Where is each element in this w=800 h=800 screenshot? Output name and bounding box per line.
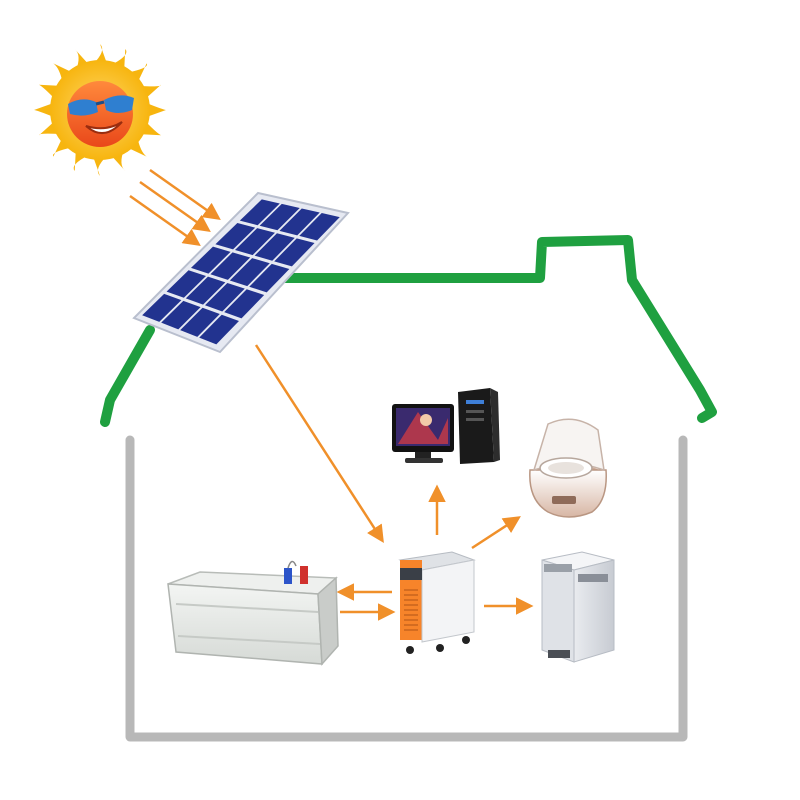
washing-machine-icon xyxy=(541,551,615,663)
solar-cell xyxy=(166,270,207,298)
sun-ray xyxy=(52,136,74,157)
solar-panel-icon xyxy=(132,191,350,354)
inverter-icon xyxy=(398,551,476,654)
sunglasses-right-lens-icon xyxy=(104,95,134,113)
sun-to-panel-arrows xyxy=(129,168,221,247)
sunglasses-left-lens-icon xyxy=(68,99,98,116)
solar-cell xyxy=(190,246,231,274)
house-walls xyxy=(125,435,688,742)
inverter-to-cooker-arrow xyxy=(471,516,521,550)
solar-cell xyxy=(254,233,295,261)
sun-ray xyxy=(92,44,108,65)
sun-ray xyxy=(126,63,148,84)
solar-cell xyxy=(259,203,300,231)
battery-negative-terminal-icon xyxy=(284,568,292,584)
rice-cooker-icon xyxy=(529,418,607,518)
sun-ray xyxy=(92,155,108,176)
solar-cell xyxy=(142,293,182,322)
solar-cell xyxy=(249,263,290,293)
solar-cell xyxy=(205,282,245,312)
solar-cell xyxy=(239,199,280,226)
battery-positive-terminal-icon xyxy=(300,566,308,584)
sun-ray xyxy=(126,136,147,157)
solar-cell xyxy=(229,258,270,287)
solar-cell xyxy=(161,300,201,330)
solar-cell xyxy=(279,208,320,236)
solar-cell xyxy=(180,307,220,337)
battery-icon xyxy=(167,560,339,666)
sun-icon xyxy=(34,44,166,176)
solar-cell xyxy=(185,276,226,305)
solar-cell xyxy=(199,314,239,345)
sun-ray xyxy=(34,102,55,118)
solar-cell xyxy=(210,252,251,280)
computer-icon xyxy=(392,388,500,464)
sun-ray xyxy=(53,63,74,84)
house-roof xyxy=(100,235,717,427)
solar-cell xyxy=(235,228,275,256)
sun-ray xyxy=(145,102,166,118)
panel-to-inverter-arrow xyxy=(254,344,384,543)
solar-cell xyxy=(224,289,265,319)
solar-cell xyxy=(299,212,340,241)
solar-cell xyxy=(215,223,256,250)
solar-cell xyxy=(274,238,315,267)
